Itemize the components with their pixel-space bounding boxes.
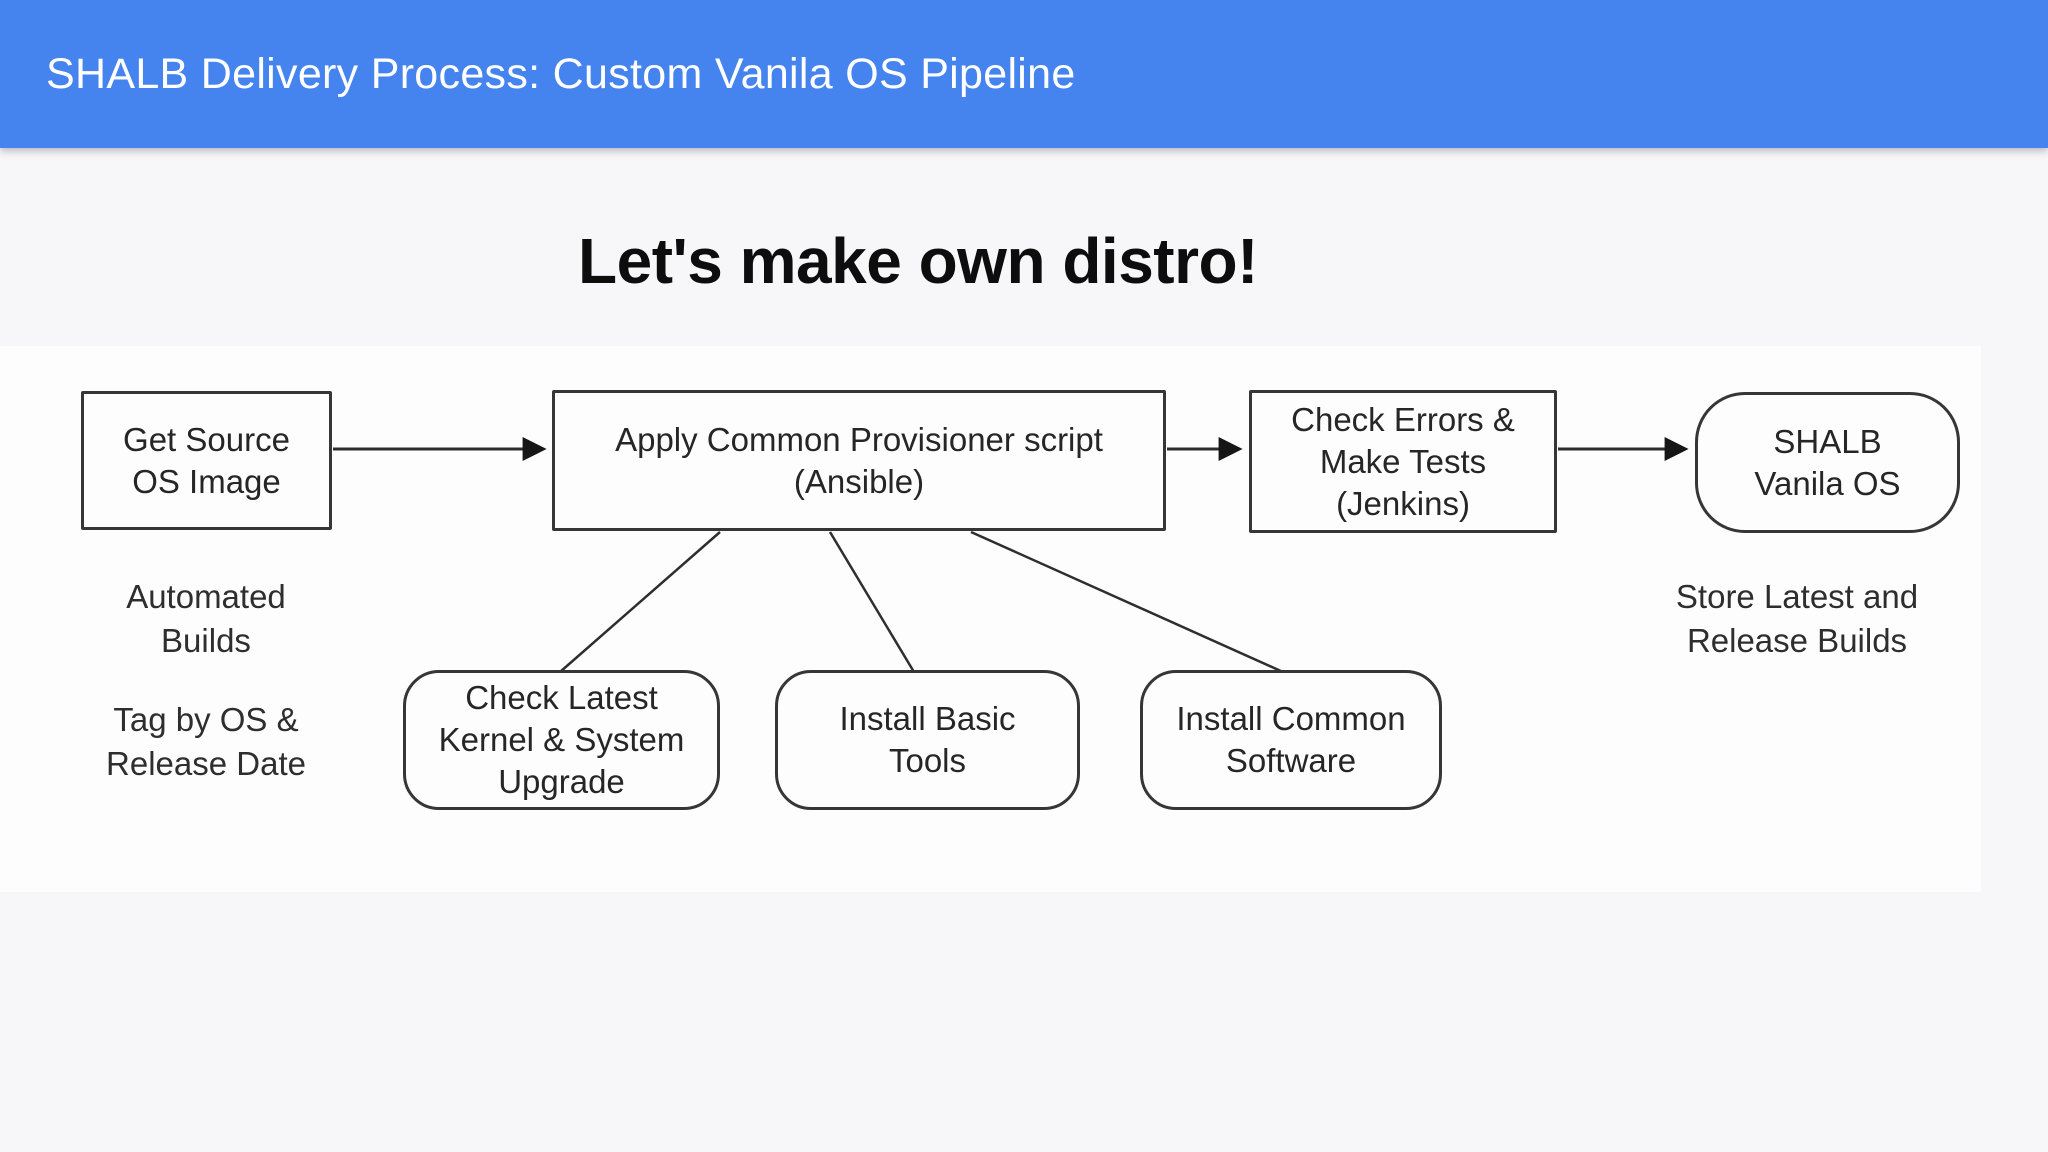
node-text-line: SHALB xyxy=(1773,422,1882,460)
flow-connectors xyxy=(333,437,1689,674)
node-install-common-software: Install Common Software xyxy=(1140,670,1442,810)
label-text-line: Release Date xyxy=(106,745,306,782)
node-text-line: Tools xyxy=(888,742,967,779)
node-install-basic-tools: Install Basic Tools xyxy=(775,670,1080,810)
node-text-line: Check Latest xyxy=(465,679,658,716)
slide-canvas: Get Source OS Image Apply Common Provisi… xyxy=(0,346,1981,892)
node-text-line: Vanila OS xyxy=(1754,464,1901,502)
app-header-title: SHALB Delivery Process: Custom Vanila OS… xyxy=(46,49,1076,98)
edge-provisioner-to-check-kernel xyxy=(559,531,721,673)
node-text-line: Get Source xyxy=(123,420,290,458)
label-text-line: Automated xyxy=(126,578,286,615)
label-store-latest-release-builds: Store Latest and Release Builds xyxy=(1632,575,1962,663)
node-text-line: OS Image xyxy=(132,462,281,500)
label-text-line: Builds xyxy=(161,622,251,659)
label-text-line: Store Latest and xyxy=(1675,578,1919,615)
node-text-line: (Ansible) xyxy=(793,462,925,500)
edge-provisioner-to-install-basic xyxy=(828,531,916,673)
node-text-line: Install Basic xyxy=(839,700,1016,737)
slide-title: Let's make own distro! xyxy=(578,225,1258,297)
app-header: SHALB Delivery Process: Custom Vanila OS… xyxy=(0,0,2048,148)
node-text-line: Install Common xyxy=(1176,700,1406,737)
node-text-line: Software xyxy=(1225,742,1357,779)
node-get-source-os-image: Get Source OS Image xyxy=(81,391,332,530)
label-text-line: Release Builds xyxy=(1686,622,1908,659)
node-check-latest-kernel: Check Latest Kernel & System Upgrade xyxy=(403,670,720,810)
edge-provisioner-to-install-common xyxy=(970,530,1284,674)
label-text-line: Tag by OS & xyxy=(113,701,299,738)
node-text-line: Upgrade xyxy=(498,763,625,800)
node-text-line: Make Tests xyxy=(1319,442,1487,480)
node-shalb-vanila-os: SHALB Vanila OS xyxy=(1695,392,1960,533)
label-tag-by-os-release-date: Tag by OS & Release Date xyxy=(46,698,366,786)
node-text-line: (Jenkins) xyxy=(1336,484,1470,522)
node-apply-common-provisioner: Apply Common Provisioner script (Ansible… xyxy=(552,390,1166,531)
node-check-errors-make-tests: Check Errors & Make Tests (Jenkins) xyxy=(1249,390,1557,533)
node-text-line: Apply Common Provisioner script xyxy=(615,420,1103,458)
node-text-line: Check Errors & xyxy=(1291,400,1515,438)
node-text-line: Kernel & System xyxy=(438,721,685,758)
label-automated-builds: Automated Builds xyxy=(46,575,366,663)
